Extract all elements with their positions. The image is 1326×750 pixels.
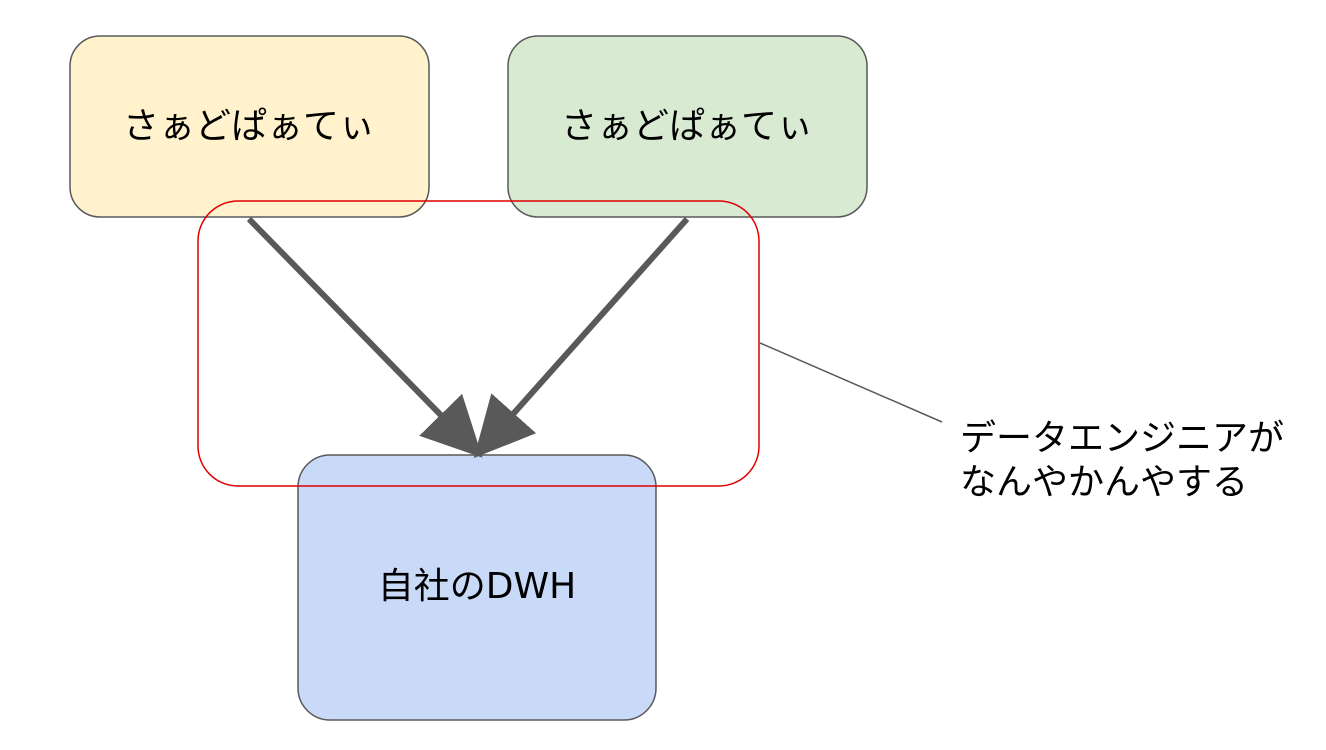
callout-text: データエンジニアが なんやかんやする xyxy=(960,418,1295,503)
dwh-node-label: 自社のDWH xyxy=(378,566,576,607)
source-node-1[interactable]: さぁどぱぁてぃ xyxy=(69,35,430,218)
source-node-2-box xyxy=(507,35,868,218)
source-node-2-label: さぁどぱぁてぃ xyxy=(561,106,813,147)
callout-text-line-1: データエンジニアが xyxy=(960,418,1284,459)
source-node-2[interactable]: さぁどぱぁてぃ xyxy=(507,35,868,218)
source-node-1-box xyxy=(69,35,430,218)
edge-source-1-to-dwh xyxy=(246,216,483,458)
data-engineering-highlight-box xyxy=(197,200,760,487)
callout-leader-line xyxy=(759,342,943,423)
source-node-1-label: さぁどぱぁてぃ xyxy=(123,106,375,147)
callout-text-line-2: なんやかんやする xyxy=(960,462,1248,503)
dwh-node[interactable]: 自社のDWH xyxy=(297,454,657,721)
edge-source-2-to-dwh xyxy=(473,217,690,459)
